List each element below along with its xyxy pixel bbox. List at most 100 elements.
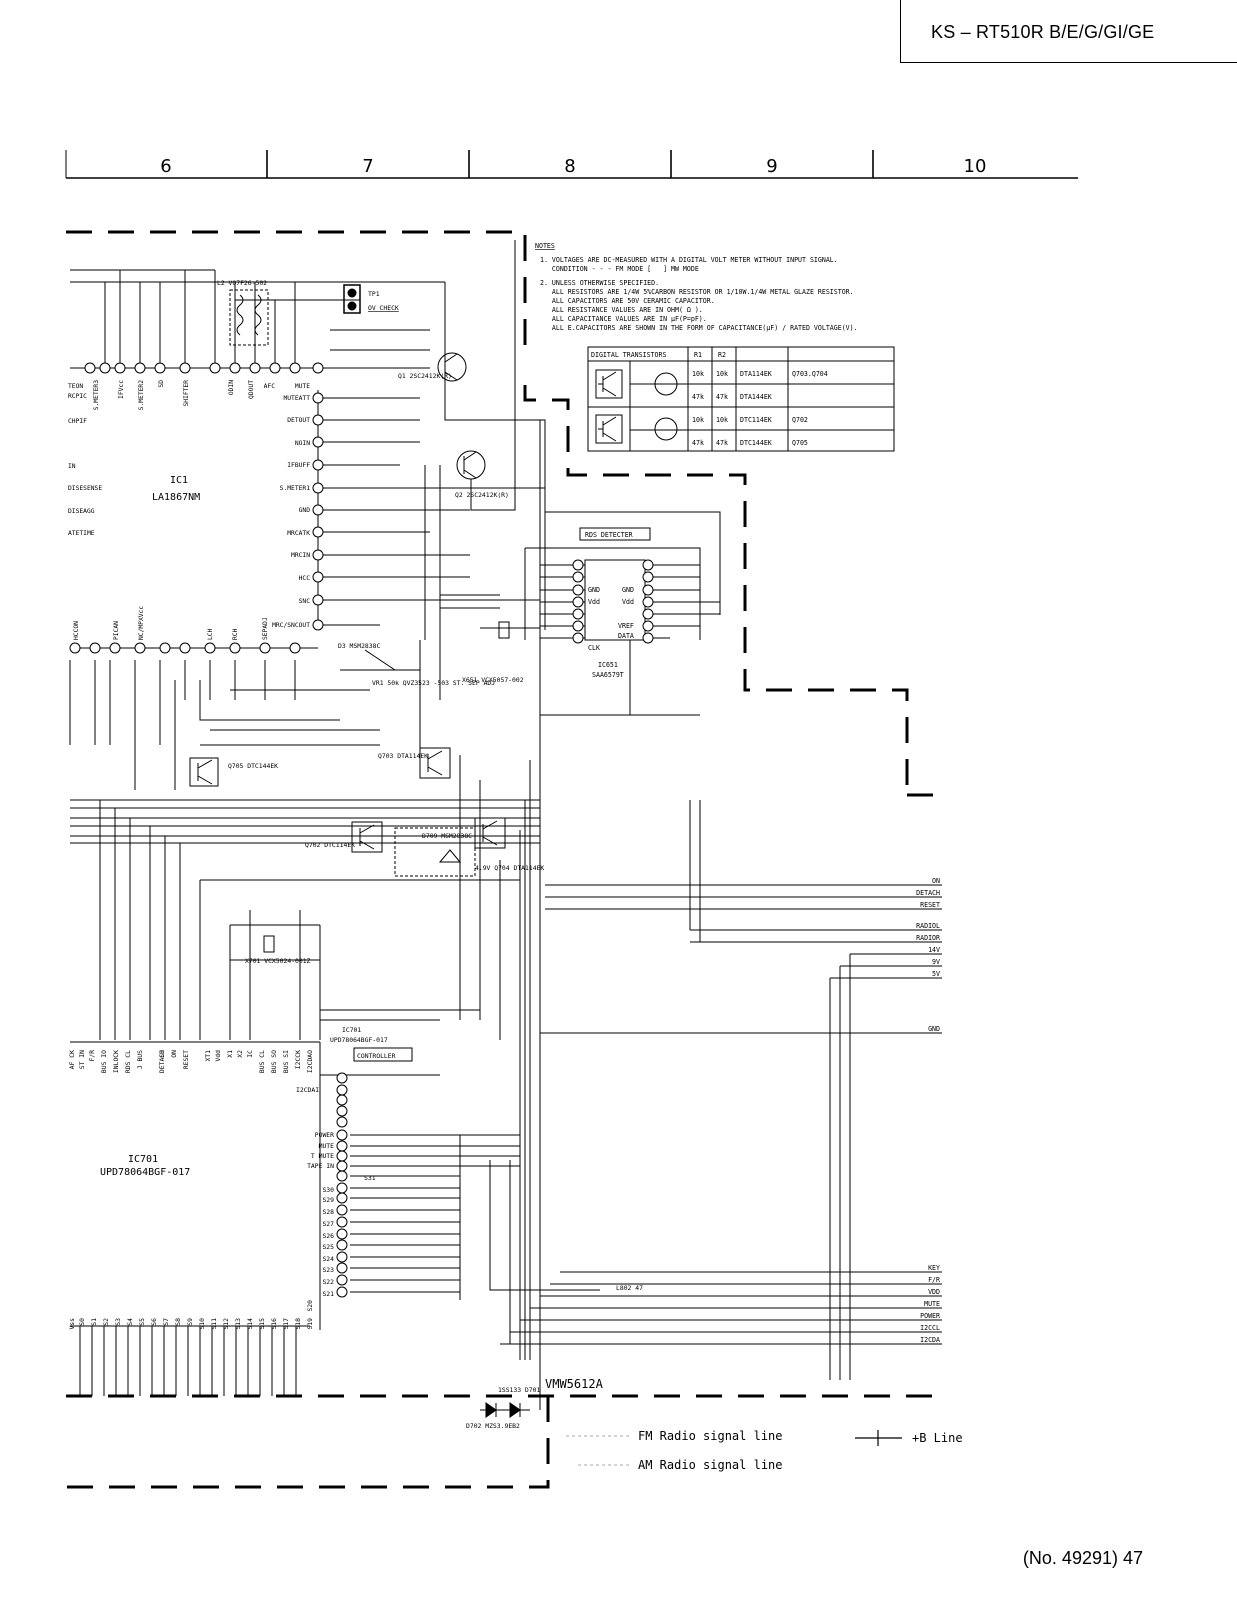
ic1-left-pin: CHPIF [68,418,87,425]
table-cell: 47k [692,393,704,401]
ic1-top-pin: IFVcc [118,380,125,399]
ic1-top-pin: AFC [264,383,276,390]
legend-b: +B Line [912,1431,963,1445]
controller-top-pin: ST IN [78,1050,86,1069]
controller-bottom-pin: S2 [102,1318,110,1326]
ic651-part: SAA6579T [592,671,624,679]
controller-bottom-pin: S12 [222,1318,230,1330]
controller-name: IC701 [342,1026,361,1034]
table-cell: DTC114EK [740,416,772,424]
controller-bottom-pin: S6 [150,1318,158,1326]
controller-pin: T MUTE [311,1152,334,1160]
ic1-right-pin: MUTEATT [283,395,310,402]
ic651-pin: GND [622,586,634,594]
ic1-right-pin: MRC/SNCOUT [272,622,310,629]
q703-label: Q703 DTA114EK [378,752,428,760]
controller-pin: TAPE IN [307,1162,334,1170]
controller-top-pin: DETACH [158,1050,166,1073]
rds-block-label: RDS DETECTER [585,531,633,539]
ic1-top-pin: S.METER2 [138,380,145,411]
table-cell: 47k [716,393,728,401]
output-signal: RADIOL [916,922,940,930]
ic651-pin: Vdd [622,598,634,606]
ic1-name: IC1 [170,475,188,486]
controller-pin: S31 [364,1174,376,1182]
output-signal: RADIOR [916,934,940,942]
ic1-part: LA1867NM [152,492,200,503]
ic651-name: IC651 [598,661,618,669]
controller-top-pin: IC [246,1050,254,1058]
table-cell: 10k [716,370,728,378]
controller-pin: MUTE [319,1142,335,1150]
notes-line: 1. VOLTAGES ARE DC-MEASURED WITH A DIGIT… [540,256,838,264]
controller-top-pin: F/R [88,1050,96,1062]
controller-top-pin: J BUS [136,1050,144,1069]
ic1-right-pin: SNC [299,598,311,605]
column-9: 9 [766,156,777,177]
controller-top-pin: BUS CL [258,1050,266,1073]
controller-bottom-pin: S19 [306,1318,314,1330]
q705-label: Q705 DTC144EK [228,762,278,770]
ic1-left-pin: RCPIC [68,393,87,400]
x651-label: X651 VCX5057-002 [462,676,524,684]
ic1-top-pin: ODIN [228,380,235,395]
notes-title: NOTES [535,242,555,250]
controller-top-pin: XT1 [204,1050,212,1062]
table-cell: DTC144EK [740,439,772,447]
ic651-pin: Vdd [588,598,600,606]
column-8: 8 [564,156,575,177]
notes-line: 2. UNLESS OTHERWISE SPECIFIED. [540,279,659,287]
controller-top-pin: ON [170,1050,178,1058]
controller-bottom-pin: S8 [174,1318,182,1326]
page-number: (No. 49291) 47 [1022,1548,1143,1568]
ic1-top-pin: MUTE [295,383,310,390]
q2-label: Q2 2SC2412K(R) [455,491,509,499]
controller-top-pin: Vdd [214,1050,222,1062]
output-signal: KEY [928,1264,940,1272]
controller-top-pin: RDS CL [124,1050,132,1073]
vr1-label: VR1 50k QVZ3523 -503 ST. SEP ADJ [372,679,495,687]
controller-bottom-pin: S0 [78,1318,86,1326]
vmw-label: VMW5612A [545,1377,604,1391]
controller-bottom-pin: S10 [198,1318,206,1330]
table-cell: 10k [692,416,704,424]
legend-fm: FM Radio signal line [638,1429,783,1443]
notes-line: ALL RESISTANCE VALUES ARE IN OHM( Ω ). [540,306,703,314]
q702-label: Q702 DTC114EK [305,841,355,849]
controller-top-pin: BUS SO [270,1050,278,1073]
controller-bottom-pin: S4 [126,1318,134,1326]
controller-bottom-pin: Vss [68,1318,76,1330]
output-signal: VDD [928,1288,940,1296]
ic1-right-pin: MRCIN [291,552,310,559]
d702-label: D702 MZS3.9EB2 [466,1422,520,1430]
output-signal: MUTE [924,1300,940,1308]
controller-pin: S30 [322,1186,334,1194]
ic651-pin: GND [588,586,600,594]
ov-check-label: OV CHECK [368,304,399,312]
controller-bottom-pin: S11 [210,1318,218,1330]
table-cell: 47k [716,439,728,447]
ic1-top-pin: SHIFTER [183,380,190,407]
controller-part: UPD78064BGF-017 [330,1036,388,1044]
controller-pin: S27 [322,1220,334,1228]
table-header: R1 [694,351,702,359]
controller-top-pin: I2CCK [294,1050,302,1069]
controller-top-pin: BUS IO [100,1050,108,1073]
ic1-right-pin: NOIN [295,440,310,447]
controller-pin: S28 [322,1208,334,1216]
ic1-left-pin: IN [68,463,76,470]
controller-bottom-pin: S14 [246,1318,254,1330]
table-cell: Q705 [792,439,808,447]
output-signal: 9V [932,958,940,966]
controller-bottom-pin: S20 [306,1300,314,1312]
ic1-right-pin: DETOUT [287,417,310,424]
notes-line: ALL E.CAPACITORS ARE SHOWN IN THE FORM O… [540,324,858,332]
ic701-part: UPD78064BGF-017 [100,1167,190,1178]
controller-bottom-pin: S1 [90,1318,98,1326]
controller-bottom-pin: S7 [162,1318,170,1326]
ic1-right-pin: IFBUFF [287,462,310,469]
controller-top-pin: X1 [226,1050,234,1058]
q1-label: Q1 2SC2412K(R) [398,372,452,380]
model-number: KS – RT510R B/E/G/GI/GE [931,22,1155,42]
